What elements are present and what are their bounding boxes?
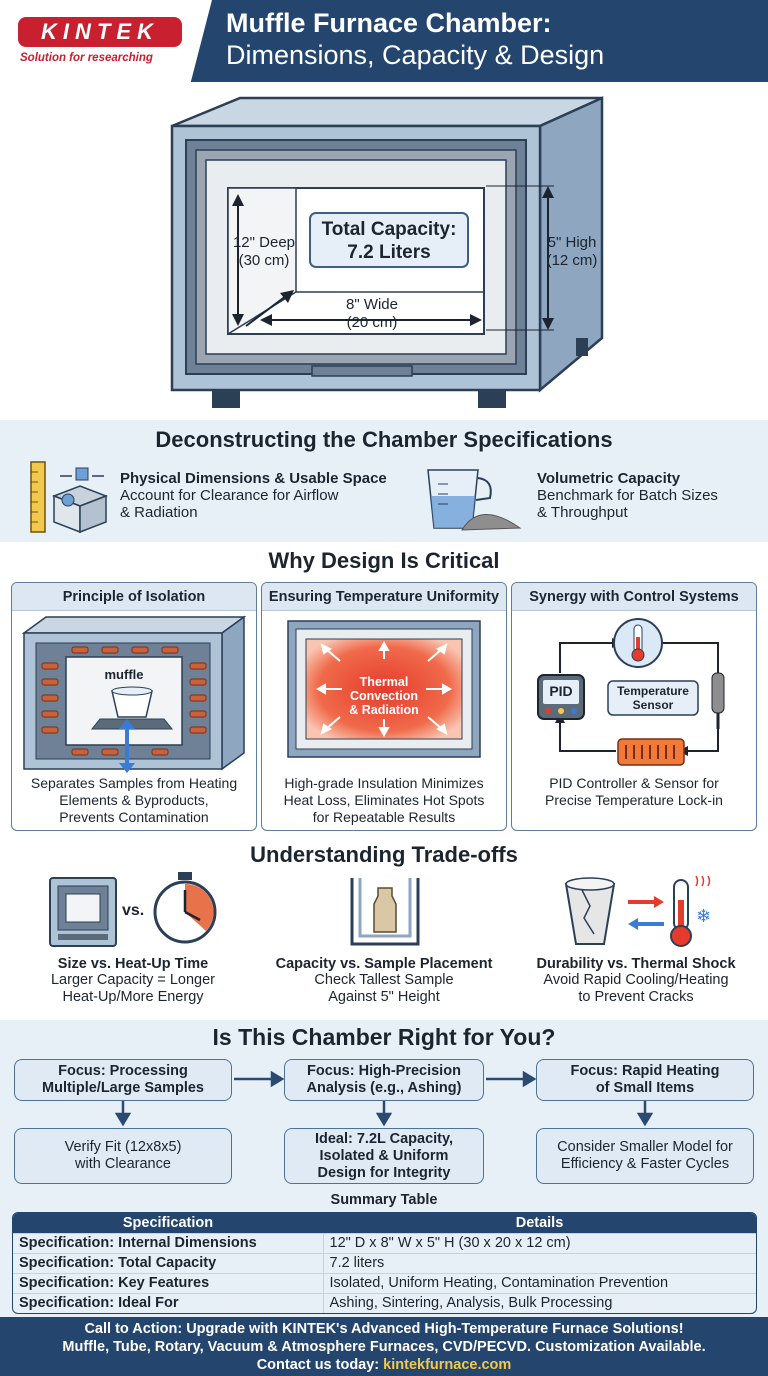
outcome-ideal: Ideal: 7.2L Capacity, Isolated & Uniform… (284, 1128, 484, 1184)
table-cell-detail: 12" D x 8" W x 5" H (30 x 20 x 12 cm) (323, 1232, 756, 1253)
hot-cold-arrows-icon (628, 896, 664, 930)
design-section-title: Why Design Is Critical (268, 548, 500, 573)
heat-label: Thermal Convection & Radiation (349, 675, 419, 717)
tradeoff-description: Check Tallest Sample Against 5" Height (314, 972, 454, 1005)
stopwatch-icon (153, 872, 217, 944)
tradeoffs-section-title: Understanding Trade-offs (250, 842, 518, 867)
footer-contact-prefix: Contact us today: (256, 1357, 384, 1373)
spec-volumetric-capacity: Volumetric Capacity Benchmark for Batch … (537, 470, 757, 521)
isolation-illustration (21, 615, 247, 773)
tall-sample-icon (350, 878, 420, 946)
decision-section-title: Is This Chamber Right for You? (212, 1024, 556, 1050)
tradeoff-durability-shock: Durability vs. Thermal Shock Avoid Rapid… (508, 956, 764, 1006)
tradeoff-capacity-placement: Capacity vs. Sample Placement Check Tall… (256, 956, 512, 1006)
card-heading: Principle of Isolation (12, 583, 256, 611)
card-isolation: Principle of Isolation muffle Separates … (11, 582, 257, 831)
tradeoff-description: Larger Capacity = Longer Heat-Up/More En… (50, 972, 216, 1005)
vs-label: vs. (122, 902, 145, 919)
tradeoff-size-heat: Size vs. Heat-Up Time Larger Capacity = … (5, 956, 261, 1006)
depth-label: 12" Deep (30 cm) (232, 234, 296, 269)
table-row: Specification: Ideal For Ashing, Sinteri… (13, 1292, 756, 1313)
tradeoff-heading: Durability vs. Thermal Shock (536, 956, 736, 972)
focus-high-precision: Focus: High-Precision Analysis (e.g., As… (284, 1059, 484, 1101)
table-header-details: Details (323, 1213, 756, 1233)
header-banner: KINTEK Solution for researching Muffle F… (0, 0, 768, 82)
tradeoff-description: Avoid Rapid Cooling/Heating to Prevent C… (543, 972, 729, 1005)
cracked-crucible-icon (564, 877, 616, 945)
svg-text:❄: ❄ (696, 906, 711, 927)
focus-rapid-heating: Focus: Rapid Heating of Small Items (536, 1059, 754, 1101)
capacity-badge: Total Capacity: 7.2 Liters (309, 212, 469, 268)
footer-contact: Contact us today: kintekfurnace.com (0, 1356, 768, 1374)
card-control-systems: Synergy with Control Systems PID Tempera… (511, 582, 757, 831)
logo[interactable]: KINTEK Solution for researching (0, 0, 212, 82)
pid-label: PID (549, 683, 573, 699)
spec-heading: Physical Dimensions & Usable Space (120, 470, 387, 487)
furnace-chamber-illustration: 12" Deep (30 cm) 8" Wide (20 cm) 5" High… (0, 82, 768, 420)
muffle-label: muffle (104, 667, 144, 682)
specs-section-title: Deconstructing the Chamber Specification… (155, 427, 613, 452)
oven-icon (49, 877, 117, 947)
footer-call-to-action: Call to Action: Upgrade with KINTEK's Ad… (0, 1317, 768, 1376)
sensor-label: Temperature Sensor (617, 684, 689, 712)
table-row: Specification: Key Features Isolated, Un… (13, 1272, 756, 1293)
tradeoff-heading: Capacity vs. Sample Placement (275, 956, 493, 972)
table-row: Specification: Internal Dimensions 12" D… (13, 1232, 756, 1253)
control-loop-illustration (537, 618, 725, 766)
table-cell-spec: Specification: Internal Dimensions (13, 1232, 324, 1253)
table-cell-detail: Ashing, Sintering, Analysis, Bulk Proces… (323, 1292, 756, 1313)
tradeoff-heading: Size vs. Heat-Up Time (57, 956, 209, 972)
card-uniformity: Ensuring Temperature Uniformity Thermal … (261, 582, 507, 831)
card-heading: Ensuring Temperature Uniformity (262, 583, 506, 611)
card-caption: Separates Samples from Heating Elements … (30, 775, 238, 825)
specs-section (0, 420, 768, 542)
footer-line2: Muffle, Tube, Rotary, Vacuum & Atmospher… (62, 1339, 706, 1355)
spec-description: Benchmark for Batch Sizes & Throughput (537, 487, 718, 521)
spec-physical-dimensions: Physical Dimensions & Usable Space Accou… (120, 470, 410, 521)
outcome-verify-fit: Verify Fit (12x8x5) with Clearance (14, 1128, 232, 1184)
footer-line1: Call to Action: Upgrade with KINTEK's Ad… (84, 1321, 684, 1337)
capacity-title: Total Capacity: (321, 219, 457, 240)
outcome-smaller-model: Consider Smaller Model for Efficiency & … (536, 1128, 754, 1184)
table-row: Specification: Total Capacity 7.2 liters (13, 1252, 756, 1273)
table-cell-spec: Specification: Total Capacity (13, 1252, 324, 1273)
table-header-specification: Specification (13, 1213, 323, 1233)
height-label: 5" High (12 cm) (546, 234, 598, 269)
uniformity-illustration (287, 620, 481, 758)
table-cell-detail: Isolated, Uniform Heating, Contamination… (323, 1272, 756, 1293)
width-label: 8" Wide (20 cm) (345, 296, 398, 331)
table-header-row: Specification Details (13, 1213, 756, 1233)
capacity-value: 7.2 Liters (347, 242, 431, 263)
contact-link[interactable]: kintekfurnace.com (383, 1357, 512, 1373)
summary-table: Specification Details Specification: Int… (12, 1212, 757, 1314)
summary-table-caption: Summary Table (330, 1192, 438, 1208)
table-cell-detail: 7.2 liters (323, 1252, 756, 1273)
card-heading: Synergy with Control Systems (512, 583, 756, 611)
card-caption: High-grade Insulation Minimizes Heat Los… (283, 775, 485, 825)
page-title-line2: Dimensions, Capacity & Design (226, 40, 605, 70)
spec-description: Account for Clearance for Airflow & Radi… (120, 487, 339, 521)
card-caption: PID Controller & Sensor for Precise Temp… (545, 775, 723, 808)
focus-large-samples: Focus: Processing Multiple/Large Samples (14, 1059, 232, 1101)
page-title-line1: Muffle Furnace Chamber: (226, 8, 552, 38)
thermometer-icon: ❄ (670, 875, 711, 947)
table-cell-spec: Specification: Ideal For (13, 1292, 324, 1313)
logo-wordmark: KINTEK (18, 17, 182, 47)
spec-heading: Volumetric Capacity (537, 470, 681, 487)
logo-tagline: Solution for researching (20, 52, 153, 64)
sensor-probe-icon (711, 672, 725, 714)
table-cell-spec: Specification: Key Features (13, 1272, 324, 1293)
